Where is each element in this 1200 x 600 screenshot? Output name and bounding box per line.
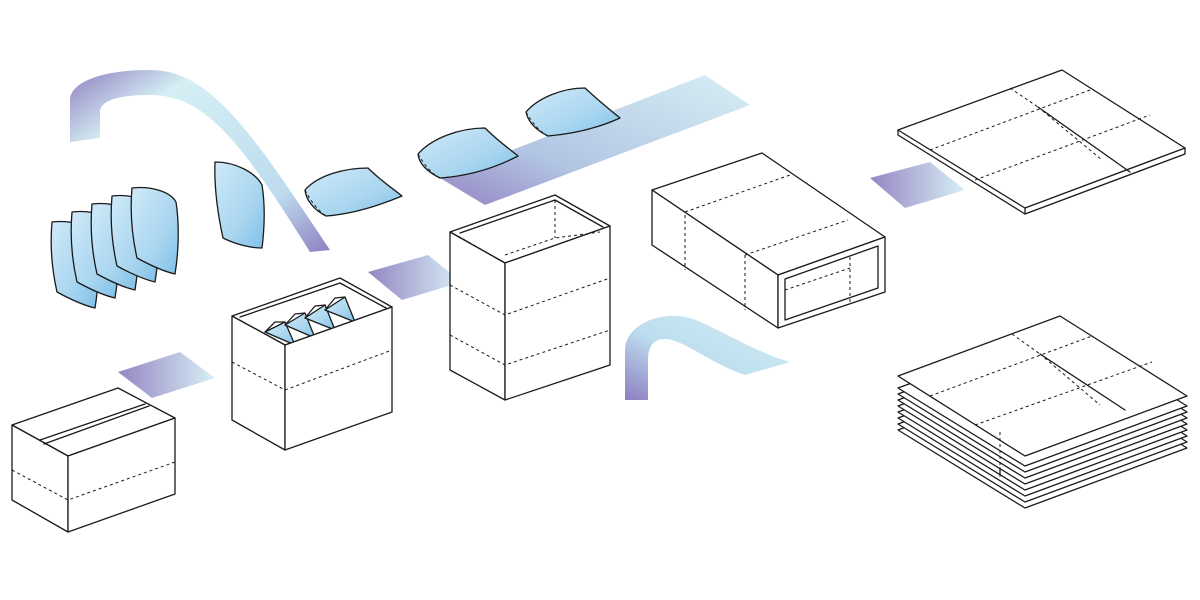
tube-to-filling-arrow bbox=[368, 255, 462, 300]
flat-blanks-stack bbox=[897, 315, 1188, 509]
sealed-shipping-case bbox=[11, 387, 176, 533]
case-sealing-arrow bbox=[118, 352, 215, 398]
flat-blank-single bbox=[897, 69, 1186, 215]
single-pouch bbox=[214, 161, 265, 249]
arch-flow-arrow bbox=[70, 70, 330, 252]
blank-to-tube-arrow bbox=[870, 162, 965, 208]
carton-with-pouches bbox=[231, 277, 393, 451]
conveyor-pouches bbox=[304, 87, 621, 217]
pouch bbox=[130, 186, 179, 275]
flow-arrows bbox=[70, 70, 965, 400]
conveyor-pouch bbox=[525, 87, 621, 137]
pouch-conveyor-band bbox=[440, 75, 750, 205]
open-tube-carton bbox=[651, 152, 886, 329]
hook-flow-arrow bbox=[625, 315, 790, 400]
pouch-group bbox=[50, 161, 265, 309]
conveyor-pouch bbox=[417, 127, 519, 179]
conveyor-pouch bbox=[304, 167, 403, 217]
erected-tall-carton bbox=[449, 194, 611, 401]
